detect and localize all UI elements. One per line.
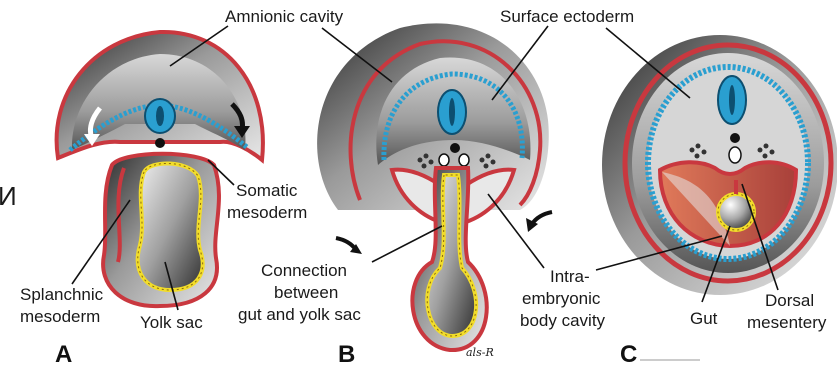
label-intraembryonic-line1: Intra- [550,267,590,286]
panel-a-embryo [57,32,263,306]
label-intraembryonic-line2: embryonic [522,289,601,308]
label-dorsal-mesentery-line2: mesentery [747,313,827,332]
label-yolk-sac: Yolk sac [140,313,203,332]
panel-label-a: A [55,341,72,368]
label-surface-ectoderm: Surface ectoderm [500,7,634,26]
panel-a-yolk-sac-lumen [138,163,203,290]
label-intraembryonic-line3: body cavity [520,311,606,330]
panel-c-notochord [730,133,740,143]
panel-label-c: C [620,341,637,368]
label-somatic-mesoderm-line2: mesoderm [227,203,307,222]
label-dorsal-mesentery-line1: Dorsal [765,291,814,310]
panel-b-fold-arrow-right [532,212,552,224]
panel-b-notochord [450,143,460,153]
label-somatic-mesoderm-line1: Somatic [236,181,298,200]
label-gut: Gut [690,309,718,328]
edge-text-fragment: И [0,181,17,211]
label-splanchnic-mesoderm-line1: Splanchnic [20,285,104,304]
label-splanchnic-mesoderm-line2: mesoderm [20,307,100,326]
label-connection-line3: gut and yolk sac [238,305,361,324]
panel-a-notochord [155,138,165,148]
label-amnionic-cavity: Amnionic cavity [225,7,344,26]
label-connection-line2: between [274,283,338,302]
panel-b-embryo [317,23,552,350]
label-connection-line1: Connection [261,261,347,280]
artist-signature: als-R [466,346,494,359]
panel-label-b: B [338,341,355,368]
